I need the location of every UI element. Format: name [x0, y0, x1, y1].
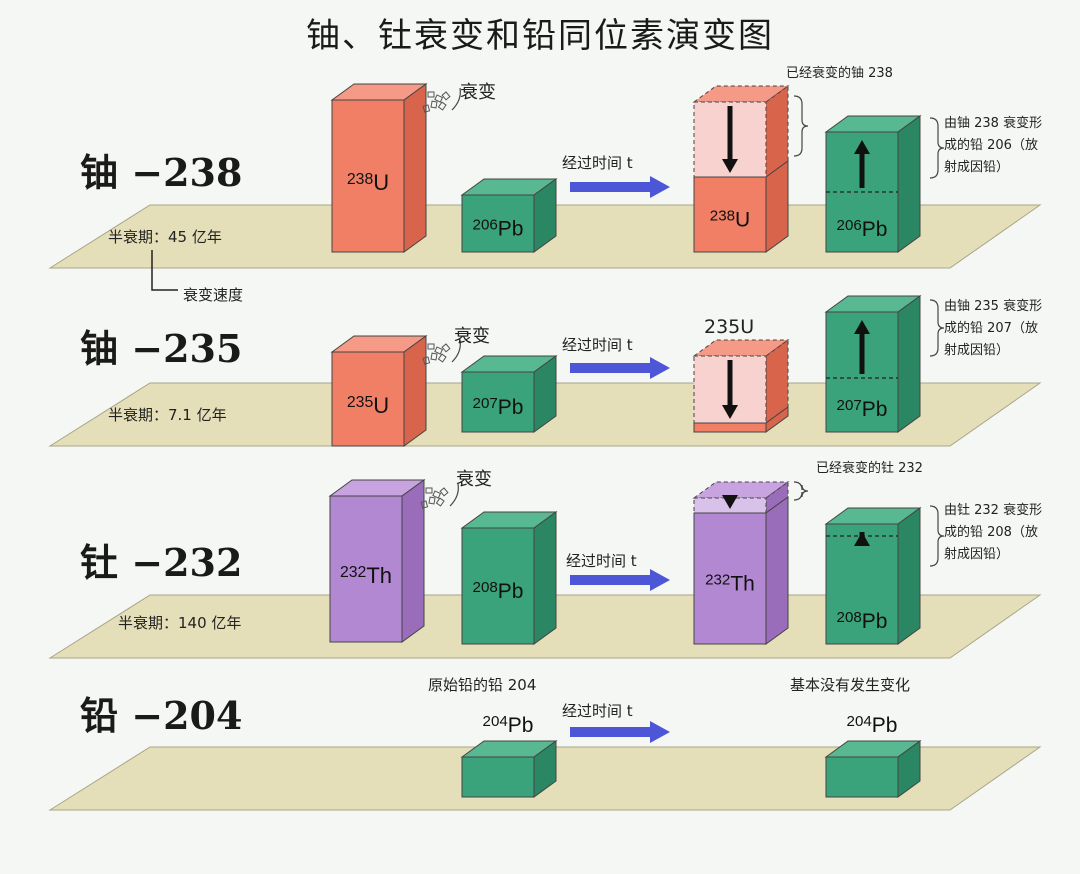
fragments-icon-2-0 [425, 487, 433, 494]
fragments-icon-1-curve [451, 339, 461, 363]
fragments-icon-1-5 [437, 353, 447, 363]
remaining-portion-1 [693, 422, 767, 433]
lead-after-label-0: 206Pb [837, 217, 888, 241]
decayed-portion-1 [692, 339, 790, 424]
remaining-portion-2 [693, 512, 767, 645]
decay-speed-connector [151, 250, 178, 291]
fragments-icon-2-5 [435, 497, 445, 507]
decay-speed-label: 衰变速度 [183, 286, 244, 304]
time-label-3: 经过时间 t [566, 552, 637, 570]
fragments-icon-0-1 [434, 94, 444, 103]
daughter-label-0: 206Pb [473, 217, 524, 241]
lead-after-block-2 [824, 507, 922, 645]
decayed-note-u238: 已经衰变的铀 238 [786, 66, 893, 81]
remaining-label-2: 232Th [705, 572, 755, 596]
right-arrow-icon-2 [570, 569, 670, 591]
remaining-side-1 [765, 406, 789, 433]
decay-label-1: 衰变 [460, 82, 496, 103]
up-arrow-icon-0 [854, 140, 870, 154]
isotope-name-u238: 铀 −238 [80, 150, 243, 195]
fragments-icon-1-4 [430, 352, 438, 361]
down-arrow-icon-2 [722, 495, 738, 509]
fragments-icon-1-3 [422, 356, 431, 365]
daughter-block-2 [460, 511, 558, 645]
lead204-label-right: 204Pb [847, 713, 898, 737]
half-life-u235: 半衰期：7.1 亿年 [108, 406, 227, 424]
daughter-label-2: 208Pb [473, 579, 524, 603]
daughter-label-1: 207Pb [473, 395, 524, 419]
fragments-icon-0-5 [437, 101, 447, 111]
lead-right-label: 基本没有发生变化 [790, 676, 911, 694]
right-arrow-icon-1 [570, 357, 670, 379]
formed-brace-icon-2 [929, 505, 945, 567]
isotope-name-u235: 铀 −235 [80, 326, 243, 371]
half-life-th232: 半衰期：140 亿年 [118, 614, 242, 632]
formed-note-th232: 由钍 232 衰变形 成的铅 208（放 射成因铅） [944, 503, 1043, 562]
parent-block-1 [330, 335, 428, 447]
lead204-block-left [460, 740, 558, 798]
formed-brace-icon-1 [929, 299, 945, 357]
fragments-icon-2-2 [439, 487, 449, 497]
decay-label-2: 衰变 [454, 326, 490, 347]
daughter-block-1 [460, 355, 558, 433]
formed-note-u238: 由铀 238 衰变形 成的铅 206（放 射成因铅） [944, 116, 1043, 175]
parent-block-0 [330, 83, 428, 253]
remaining-label-0: 238U [710, 208, 750, 232]
decayed-brace-icon-2 [793, 481, 809, 501]
parent-label-1: 235U [347, 393, 389, 418]
right-arrow-icon-0 [570, 176, 670, 198]
decayed-brace-icon-0 [793, 95, 809, 157]
lead-after-label-1: 207Pb [837, 397, 888, 421]
time-label-4: 经过时间 t [562, 702, 633, 720]
daughter-block-0 [460, 178, 558, 253]
down-arrow-icon-1 [722, 405, 738, 419]
decay-label-3: 衰变 [456, 469, 492, 490]
fragments-icon-0-4 [430, 100, 438, 109]
right-arrow-icon-3 [570, 721, 670, 743]
down-arrow-icon-0 [722, 159, 738, 173]
lead204-block-right [824, 740, 922, 798]
formed-brace-icon-0 [929, 117, 945, 179]
fragments-icon-0-3 [422, 104, 431, 113]
isotope-name-pb204: 铅 −204 [80, 693, 243, 738]
fragments-icon-0-curve [451, 87, 461, 111]
fragments-icon-0-2 [441, 91, 451, 101]
up-arrow-icon-1 [854, 320, 870, 334]
time-label-2: 经过时间 t [562, 336, 633, 354]
lead-after-label-2: 208Pb [837, 609, 888, 633]
isotope-name-th232: 钍 −232 [80, 540, 243, 585]
up-arrow-icon-2 [854, 532, 870, 546]
remaining-side-2 [765, 496, 789, 645]
fragments-icon-1-0 [427, 343, 435, 350]
decayed-portion-0 [692, 85, 790, 178]
parent-label-2: 232Th [340, 563, 392, 588]
fragments-icon-2-1 [432, 490, 442, 499]
fragments-icon-2-3 [420, 500, 429, 509]
fragments-icon-2-curve [449, 483, 459, 507]
formed-note-u235: 由铀 235 衰变形 成的铅 207（放 射成因铅） [944, 299, 1043, 358]
page-title: 铀、钍衰变和铅同位素演变图 [306, 16, 774, 56]
parent-block-2 [328, 479, 426, 643]
time-label-1: 经过时间 t [562, 154, 633, 172]
lead204-label-left: 204Pb [483, 713, 534, 737]
remaining-side-0 [765, 160, 789, 253]
fragments-icon-0-0 [427, 91, 435, 98]
fragments-icon-2-4 [428, 496, 436, 505]
remaining-portion-0 [693, 176, 767, 253]
u235-top-label: 235U [704, 316, 755, 338]
fragments-icon-1-2 [441, 343, 451, 353]
decayed-note-th232: 已经衰变的钍 232 [816, 461, 923, 476]
fragments-icon-1-1 [434, 346, 444, 355]
half-life-u238: 半衰期：45 亿年 [108, 228, 222, 246]
parent-label-0: 238U [347, 170, 389, 195]
lead-left-label: 原始铅的铅 204 [428, 676, 537, 694]
